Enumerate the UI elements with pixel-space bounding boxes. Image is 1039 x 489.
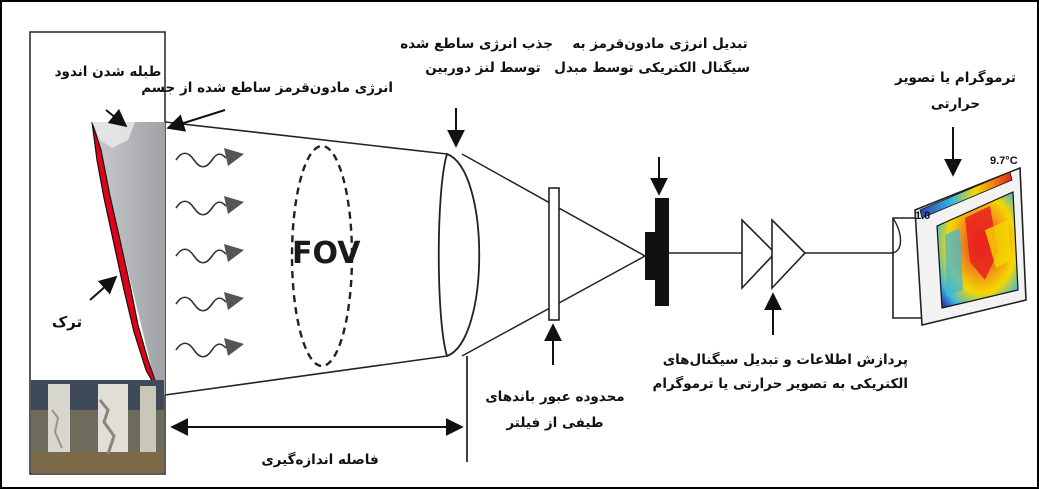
filter-plate-icon [548,187,560,321]
thermal-display-icon [892,166,1027,327]
distance-label: فاصله اندازه‌گیری [261,452,379,468]
wavy-arrow-icon [175,244,244,264]
detector-icon [645,198,669,306]
heat-waves [175,148,244,358]
filter-label-line2: طیفی از فیلتر [506,415,604,431]
fov-ellipse [290,144,354,368]
crack-label: ترک [51,313,83,331]
wavy-arrow-icon [175,196,244,216]
wavy-arrow-icon [175,338,244,358]
peeling-label: طبله شدن اندود [54,64,162,80]
processing-label-line2: الکتریکی به تصویر حرارتی یا ترموگرام [652,376,908,392]
scale-min-label: 1.0 [915,210,931,222]
convert-label-line2: سیگنال الکتریکی توسط مبدل [554,60,750,76]
processing-label-line1: پردازش اطلاعات و تبدیل سیگنال‌های [662,352,908,368]
wall-photo [31,380,164,473]
thermogram-label-line1: ترموگرام یا تصویر [895,70,1016,86]
emitted-energy-label: انرژی مادون‌قرمز ساطع شده از جسم [141,80,393,96]
radiation-cone [164,121,448,396]
wavy-arrow-icon [175,148,244,168]
wavy-arrow-icon [175,292,244,312]
filter-label-line1: محدوده عبور باندهای [485,389,625,405]
amplifier-triangle-icon [741,218,777,291]
thermogram-label-line2: حرارتی [930,96,981,112]
absorb-label-line2: توسط لنز دوربین [425,60,541,76]
fov-label: FOV [292,236,361,271]
amplifier-chain [669,218,893,291]
convert-label-line1: تبدیل انرژی مادون‌قرمز به [572,36,748,52]
wall-sample [29,31,166,475]
absorb-label-line1: جذب انرژی ساطع شده [400,36,553,52]
color-scale-bar [919,171,1013,219]
pointer-arrows [89,108,962,436]
scale-max-label: 9.7°C [990,155,1018,167]
amplifier-triangle-icon [771,218,807,291]
lens-icon [437,152,481,358]
